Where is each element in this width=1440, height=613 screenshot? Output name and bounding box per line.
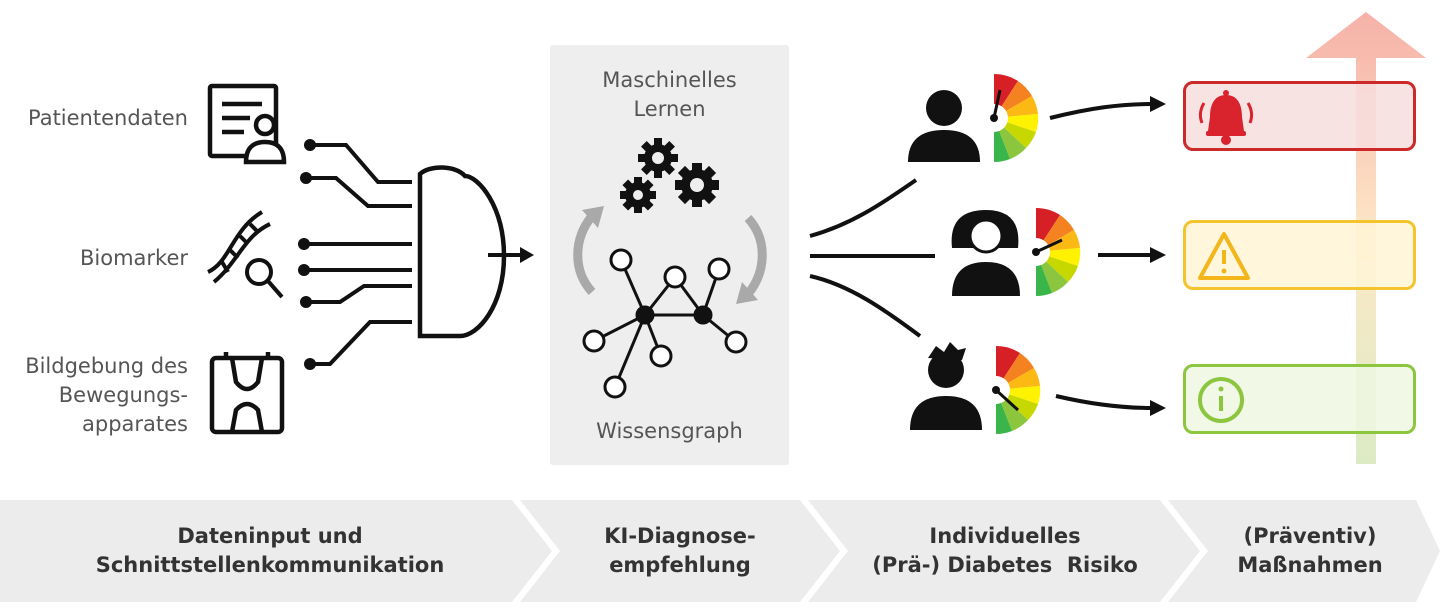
step-3-line1: Individuelles bbox=[929, 524, 1081, 548]
step-1-line1: Dateninput und bbox=[177, 524, 363, 548]
step-2-line1: KI-Diagnose- bbox=[604, 524, 756, 548]
warning-icon bbox=[1198, 232, 1250, 280]
cycle-arrows bbox=[573, 213, 767, 297]
step-4-line1: (Präventiv) bbox=[1243, 524, 1377, 548]
step-1-line2: Schnittstellenkommunikation bbox=[95, 553, 445, 577]
ml-panel bbox=[550, 45, 789, 465]
diagram-graphics bbox=[207, 73, 1166, 435]
connector-dots bbox=[298, 139, 316, 370]
chevron-1 bbox=[0, 500, 552, 602]
input-connectors bbox=[304, 143, 412, 366]
person-3-icon bbox=[910, 342, 982, 430]
action-info bbox=[1183, 364, 1416, 434]
step-3-line2: (Prä-) Diabetes Risiko bbox=[872, 553, 1138, 577]
step-2-line2: empfehlung bbox=[609, 553, 751, 577]
ml-title-line2: Lernen bbox=[633, 97, 706, 121]
risk-gauge-2 bbox=[1022, 207, 1081, 296]
ml-title-line1: Maschinelles bbox=[602, 68, 737, 92]
label-patientendaten: Patientendaten bbox=[27, 106, 188, 130]
chevron-3 bbox=[808, 500, 1200, 602]
output-branches bbox=[809, 178, 935, 338]
action-arrowheads bbox=[1150, 96, 1166, 416]
risk-gauge-3 bbox=[982, 345, 1041, 434]
process-chevrons bbox=[0, 500, 1440, 602]
action-arrows bbox=[1049, 102, 1153, 410]
label-bildgebung-line3: apparates bbox=[82, 412, 188, 436]
ml-graph-label: Wissensgraph bbox=[596, 419, 743, 443]
graph-nodes bbox=[582, 248, 748, 399]
person-1-icon bbox=[908, 90, 980, 162]
step-4-line2: Maßnahmen bbox=[1237, 553, 1383, 577]
processor-output-arrow bbox=[520, 247, 534, 263]
step-1-label: Dateninput und Schnittstellenkommunikati… bbox=[20, 522, 520, 580]
step-4-label: (Präventiv) Maßnahmen bbox=[1210, 522, 1410, 580]
action-alarm bbox=[1183, 81, 1416, 151]
imaging-knee-icon bbox=[209, 352, 285, 435]
label-bildgebung-line1: Bildgebung des bbox=[25, 354, 188, 378]
label-bildgebung-line2: Bewegungs- bbox=[58, 383, 188, 407]
risk-gauge-1 bbox=[980, 73, 1039, 163]
chevron-4 bbox=[1168, 500, 1440, 602]
person-2-icon bbox=[951, 210, 1020, 296]
label-biomarker: Biomarker bbox=[79, 246, 188, 270]
step-3-label: Individuelles (Prä-) Diabetes Risiko bbox=[850, 522, 1160, 580]
processor-gate-icon bbox=[417, 165, 507, 339]
bell-icon bbox=[1198, 90, 1254, 145]
action-warning bbox=[1183, 220, 1416, 290]
label-bildgebung: Bildgebung des Bewegungs- apparates bbox=[0, 352, 188, 439]
step-2-label: KI-Diagnose- empfehlung bbox=[560, 522, 800, 580]
dna-magnifier-icon bbox=[207, 210, 284, 299]
patient-document-icon bbox=[207, 83, 287, 165]
chevron-2 bbox=[520, 500, 840, 602]
gears-icon bbox=[620, 138, 719, 213]
info-icon bbox=[1198, 377, 1244, 423]
